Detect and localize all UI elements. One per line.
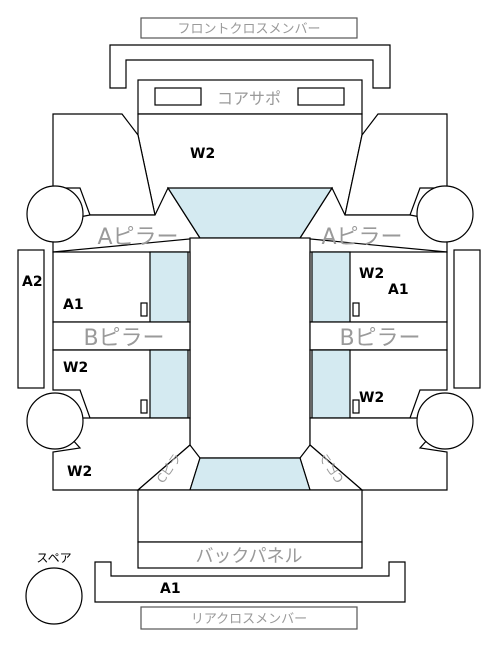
mark-right-front-door-w2: W2 <box>359 266 384 282</box>
mark-left-rocker-a2: A2 <box>22 274 43 290</box>
front-cross-member-box <box>140 17 358 39</box>
mark-rear-bumper-a1: A1 <box>160 581 181 597</box>
core-support-left-slot <box>154 87 202 106</box>
left-rocker <box>17 249 45 389</box>
back-panel-label: バックパネル <box>195 546 302 567</box>
right-a-pillar-label: Aピラー <box>321 225 402 250</box>
right-rear-window <box>311 349 351 419</box>
rear-cross-member-box <box>140 606 358 630</box>
spare-label: スペア <box>36 551 71 565</box>
left-a-pillar-label: Aピラー <box>97 225 178 250</box>
mark-left-front-door-a1: A1 <box>63 297 84 313</box>
left-front-window <box>149 251 189 323</box>
mark-right-rear-door-w2: W2 <box>359 390 384 406</box>
trunk-lid <box>137 489 363 543</box>
left-rear-window <box>149 349 189 419</box>
left-b-pillar-label: Bピラー <box>83 326 164 351</box>
left-rear-handle <box>140 399 148 414</box>
right-rear-wheel <box>416 392 474 450</box>
right-b-pillar-label: Bピラー <box>339 326 420 351</box>
right-rocker <box>453 249 481 389</box>
mark-hood-w2: W2 <box>190 146 215 162</box>
roof-panel <box>189 237 311 459</box>
right-front-window <box>311 251 351 323</box>
right-b-pillar <box>309 321 448 351</box>
front-bracket <box>109 44 391 89</box>
left-b-pillar <box>52 321 191 351</box>
front-cross-member-label: フロントクロスメンバー <box>177 22 320 37</box>
mark-left-rear-door-w2: W2 <box>63 360 88 376</box>
rear-window <box>189 457 311 491</box>
rear-cross-member-label: リアクロスメンバー <box>191 612 307 627</box>
core-support-label: コアサポ <box>217 89 281 108</box>
spare-wheel <box>25 567 83 625</box>
mark-left-quarter-w2: W2 <box>67 464 92 480</box>
left-rear-wheel <box>26 392 84 450</box>
right-rear-handle <box>352 399 360 414</box>
right-front-handle <box>352 302 360 317</box>
right-front-wheel <box>416 185 474 243</box>
left-front-handle <box>140 302 148 317</box>
core-support-right-slot <box>297 87 345 106</box>
left-front-wheel <box>26 185 84 243</box>
back-panel <box>137 541 363 569</box>
rear-bracket <box>94 561 406 603</box>
mark-right-front-door-a1: A1 <box>388 282 409 298</box>
